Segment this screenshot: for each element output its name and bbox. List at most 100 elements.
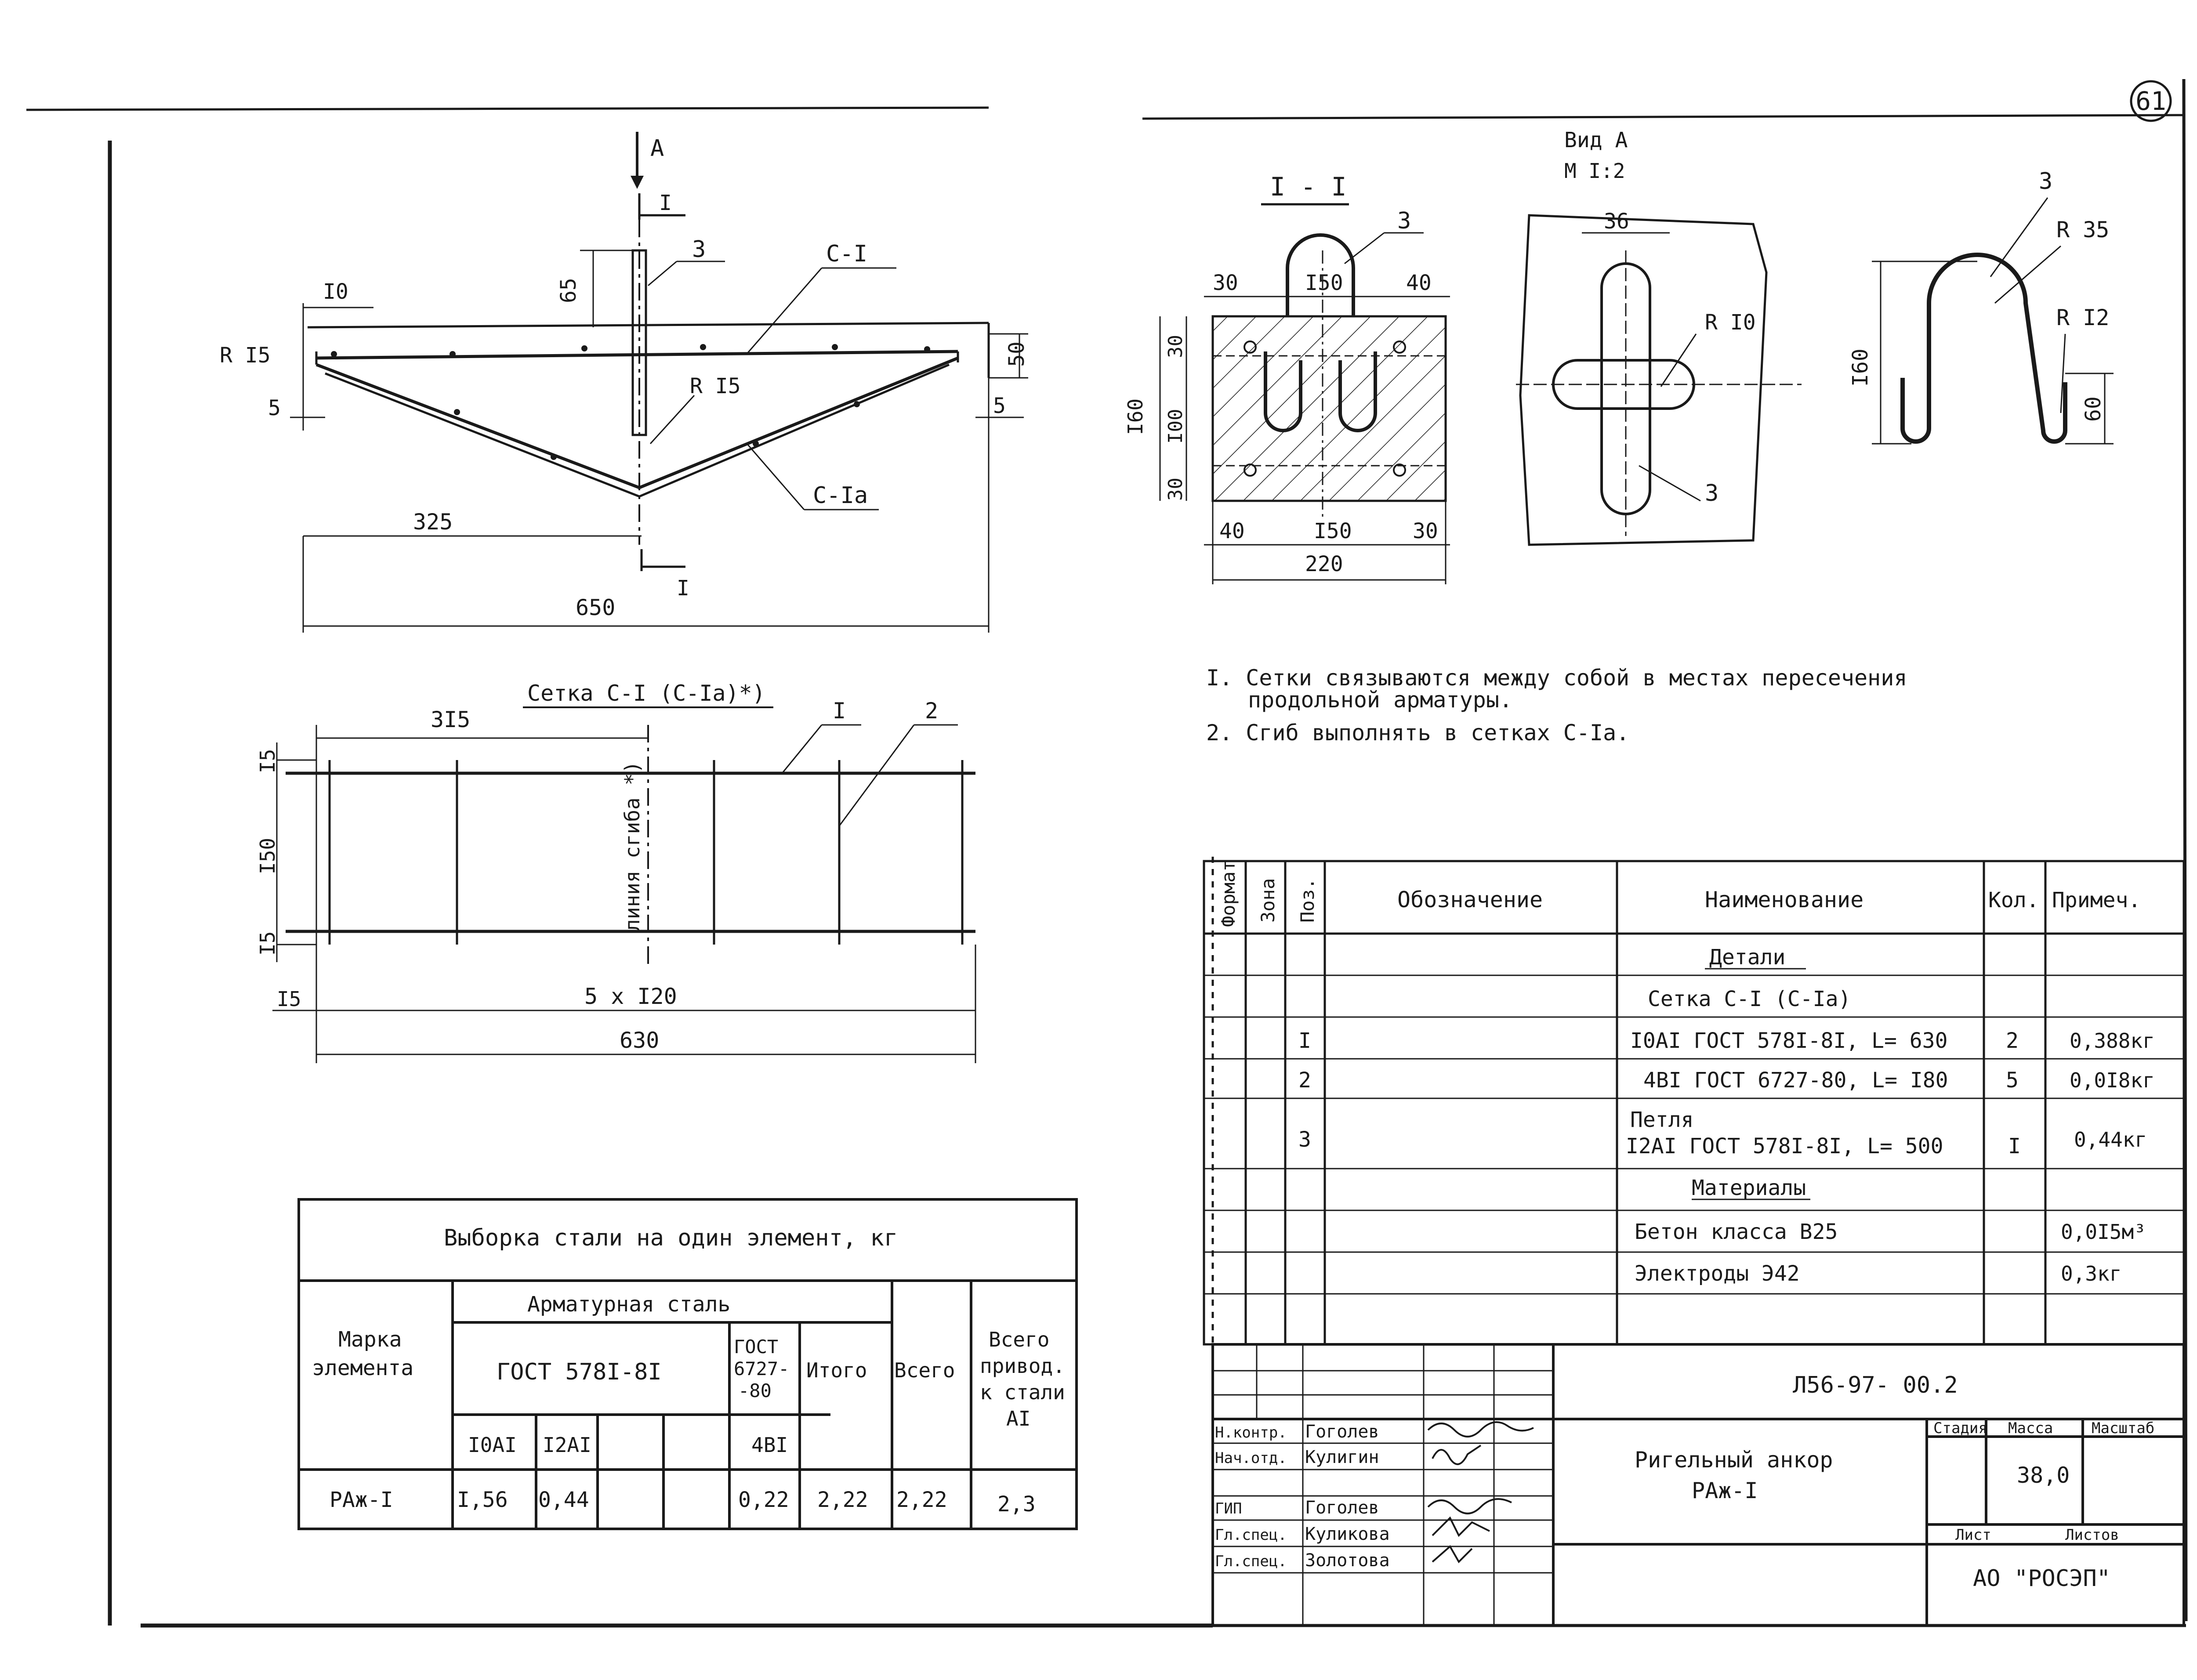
loop-r35: R 35 <box>2056 217 2109 243</box>
note-1-cont: продольной арматуры. <box>1248 687 1512 713</box>
spec-h-name: Наименование <box>1705 887 1863 912</box>
mass-value: 38,0 <box>2017 1463 2070 1488</box>
spec-row2-name: I0АI ГОСТ 578I-8I, L= 630 <box>1630 1028 1947 1053</box>
spec-h-pos: Поз. <box>1297 878 1318 923</box>
dim-15-bottom: I5 <box>256 931 279 956</box>
steel-row-all: 2,22 <box>896 1488 947 1512</box>
steel-col-total: Итого <box>806 1358 867 1382</box>
signer-name-1: Гоголев <box>1305 1422 1379 1442</box>
dim-15-top: I5 <box>256 749 279 773</box>
spec-row2-note: 0,388кг <box>2070 1029 2155 1053</box>
steel-sub-5: 4BI <box>751 1433 788 1457</box>
dim-50: 50 <box>1004 341 1029 367</box>
note-1: I. Сетки связываются между собой в места… <box>1206 665 1907 691</box>
dim-15-left: I5 <box>277 987 301 1011</box>
mesh-c1a-label: С-Iа <box>813 482 868 509</box>
notes: I. Сетки связываются между собой в места… <box>1206 665 1907 746</box>
dim-630: 630 <box>620 1028 659 1053</box>
title-block: Л56-97- 00.2 Ригельный анкор РАж-I Стади… <box>1211 1343 2185 1627</box>
spec-row3-note: 0,0I8кг <box>2070 1068 2155 1092</box>
view-a-pos3: 3 <box>1705 480 1718 507</box>
sec-dim-30-l1: 30 <box>1164 335 1187 358</box>
spec-row3-name: 4BI ГОСТ 6727-80, L= I80 <box>1643 1068 1948 1093</box>
steel-sub-2: I2АI <box>543 1433 591 1457</box>
spec-table: Формат Зона Поз. Обозначение Наименовани… <box>1203 860 2185 1346</box>
steel-table-title: Выборка стали на один элемент, кг <box>444 1225 898 1251</box>
dim-150-mesh: I50 <box>256 838 279 874</box>
spec-row6-note: 0,0I5м³ <box>2061 1220 2146 1244</box>
spec-h-zone: Зона <box>1257 878 1279 923</box>
dim-65: 65 <box>556 278 581 303</box>
signer-role-4: ГИП <box>1215 1500 1242 1517</box>
sec-dim-150-top: I50 <box>1305 271 1343 295</box>
steel-col-mark-1: Марка <box>338 1327 402 1352</box>
mesh-title: Сетка С-I (С-Iа)*) <box>527 681 765 706</box>
signatures <box>1427 1421 1534 1564</box>
steel-row-v2: 0,44 <box>538 1488 589 1512</box>
view-a-dim-36: 36 <box>1604 209 1629 234</box>
dim-650: 650 <box>576 595 615 620</box>
spec-row7-note: 0,3кг <box>2061 1262 2121 1285</box>
dim-315: 3I5 <box>431 707 470 732</box>
doc-number: Л56-97- 00.2 <box>1793 1372 1958 1398</box>
spec-h-note: Примеч. <box>2052 888 2141 912</box>
spec-row2-qty: 2 <box>2006 1028 2019 1053</box>
sec-dim-150-bot: I50 <box>1314 519 1352 543</box>
signer-role-5: Гл.спец. <box>1215 1526 1287 1544</box>
signer-name-2: Кулигин <box>1305 1447 1379 1467</box>
page-number-text: 61 <box>2135 86 2166 116</box>
sec-dim-40-top: 40 <box>1406 271 1432 295</box>
anchor-side-view: А I I I0 R I5 5 <box>220 132 1029 633</box>
loop-pos3: 3 <box>2039 168 2052 195</box>
loop-r12: R I2 <box>2056 305 2109 330</box>
mesh-pos1-label: I <box>833 698 846 724</box>
spec-row-mesh: Сетка С-I (С-Iа) <box>1648 987 1851 1011</box>
radius-15-left: R I5 <box>220 343 271 368</box>
steel-col-all: Всего <box>894 1358 955 1382</box>
signer-role-2: Нач.отд. <box>1215 1449 1287 1467</box>
sheets-label: Листов <box>2065 1526 2119 1544</box>
bend-line-label: линия сгиба *) <box>620 761 644 931</box>
steel-col-ai-1: Всего <box>989 1328 1049 1351</box>
steel-gost2-1: ГОСТ <box>734 1336 778 1358</box>
view-a-title: Вид А <box>1564 128 1628 152</box>
dim-5x120: 5 x I20 <box>584 984 677 1009</box>
steel-gost1: ГОСТ 578I-8I <box>497 1359 662 1385</box>
steel-col-ai-3: к стали <box>980 1380 1065 1404</box>
sec-dim-40-bot: 40 <box>1219 519 1245 543</box>
loop-dim-160: I60 <box>1848 348 1873 387</box>
sec-dim-220: 220 <box>1305 552 1343 576</box>
dim-5-left: 5 <box>268 396 281 420</box>
sec-dim-30-top: 30 <box>1213 271 1238 295</box>
steel-row-mark: РАж-I <box>330 1488 393 1512</box>
pos3-label-left: 3 <box>692 236 706 263</box>
view-a-label: А <box>650 135 664 162</box>
spec-row4-note: 0,44кг <box>2074 1128 2147 1151</box>
sec-dim-160: I60 <box>1124 398 1147 435</box>
spec-row7-name: Электроды Э42 <box>1635 1261 1800 1286</box>
spec-row6-name: Бетон класса В25 <box>1635 1220 1838 1244</box>
radius-15-inner: R I5 <box>690 374 741 398</box>
mesh-pos2-label: 2 <box>925 698 938 724</box>
spec-row4-name2: I2АI ГОСТ 578I-8I, L= 500 <box>1626 1134 1943 1159</box>
sheet-label: Лист <box>1955 1526 1991 1544</box>
note-2: 2. Сгиб выполнять в сетках С-Iа. <box>1206 720 1629 746</box>
view-a: Вид А М I:2 36 R I0 3 <box>1516 128 1802 546</box>
signer-name-6: Золотова <box>1305 1550 1390 1571</box>
steel-row-ai: 2,3 <box>997 1492 1036 1517</box>
sec-dim-30-bot: 30 <box>1413 519 1438 543</box>
signer-role-1: Н.контр. <box>1215 1424 1287 1441</box>
loop-detail: 3 R 35 R I2 I60 60 <box>1848 168 2114 445</box>
stage-label: Стадия <box>1933 1419 1987 1437</box>
mesh-c1-label: С-I <box>826 241 867 267</box>
steel-col-ai-4: АI <box>1006 1407 1030 1430</box>
steel-col-rebar: Арматурная сталь <box>527 1292 730 1317</box>
signer-name-5: Куликова <box>1305 1524 1390 1544</box>
section-title: I - I <box>1270 172 1347 202</box>
dim-325: 325 <box>413 509 453 535</box>
dim-10: I0 <box>323 279 348 304</box>
spec-row-materials: Материалы <box>1692 1176 1806 1200</box>
scale-label: Масштаб <box>2092 1419 2154 1437</box>
steel-table: Выборка стали на один элемент, кг Марка … <box>297 1198 1078 1530</box>
